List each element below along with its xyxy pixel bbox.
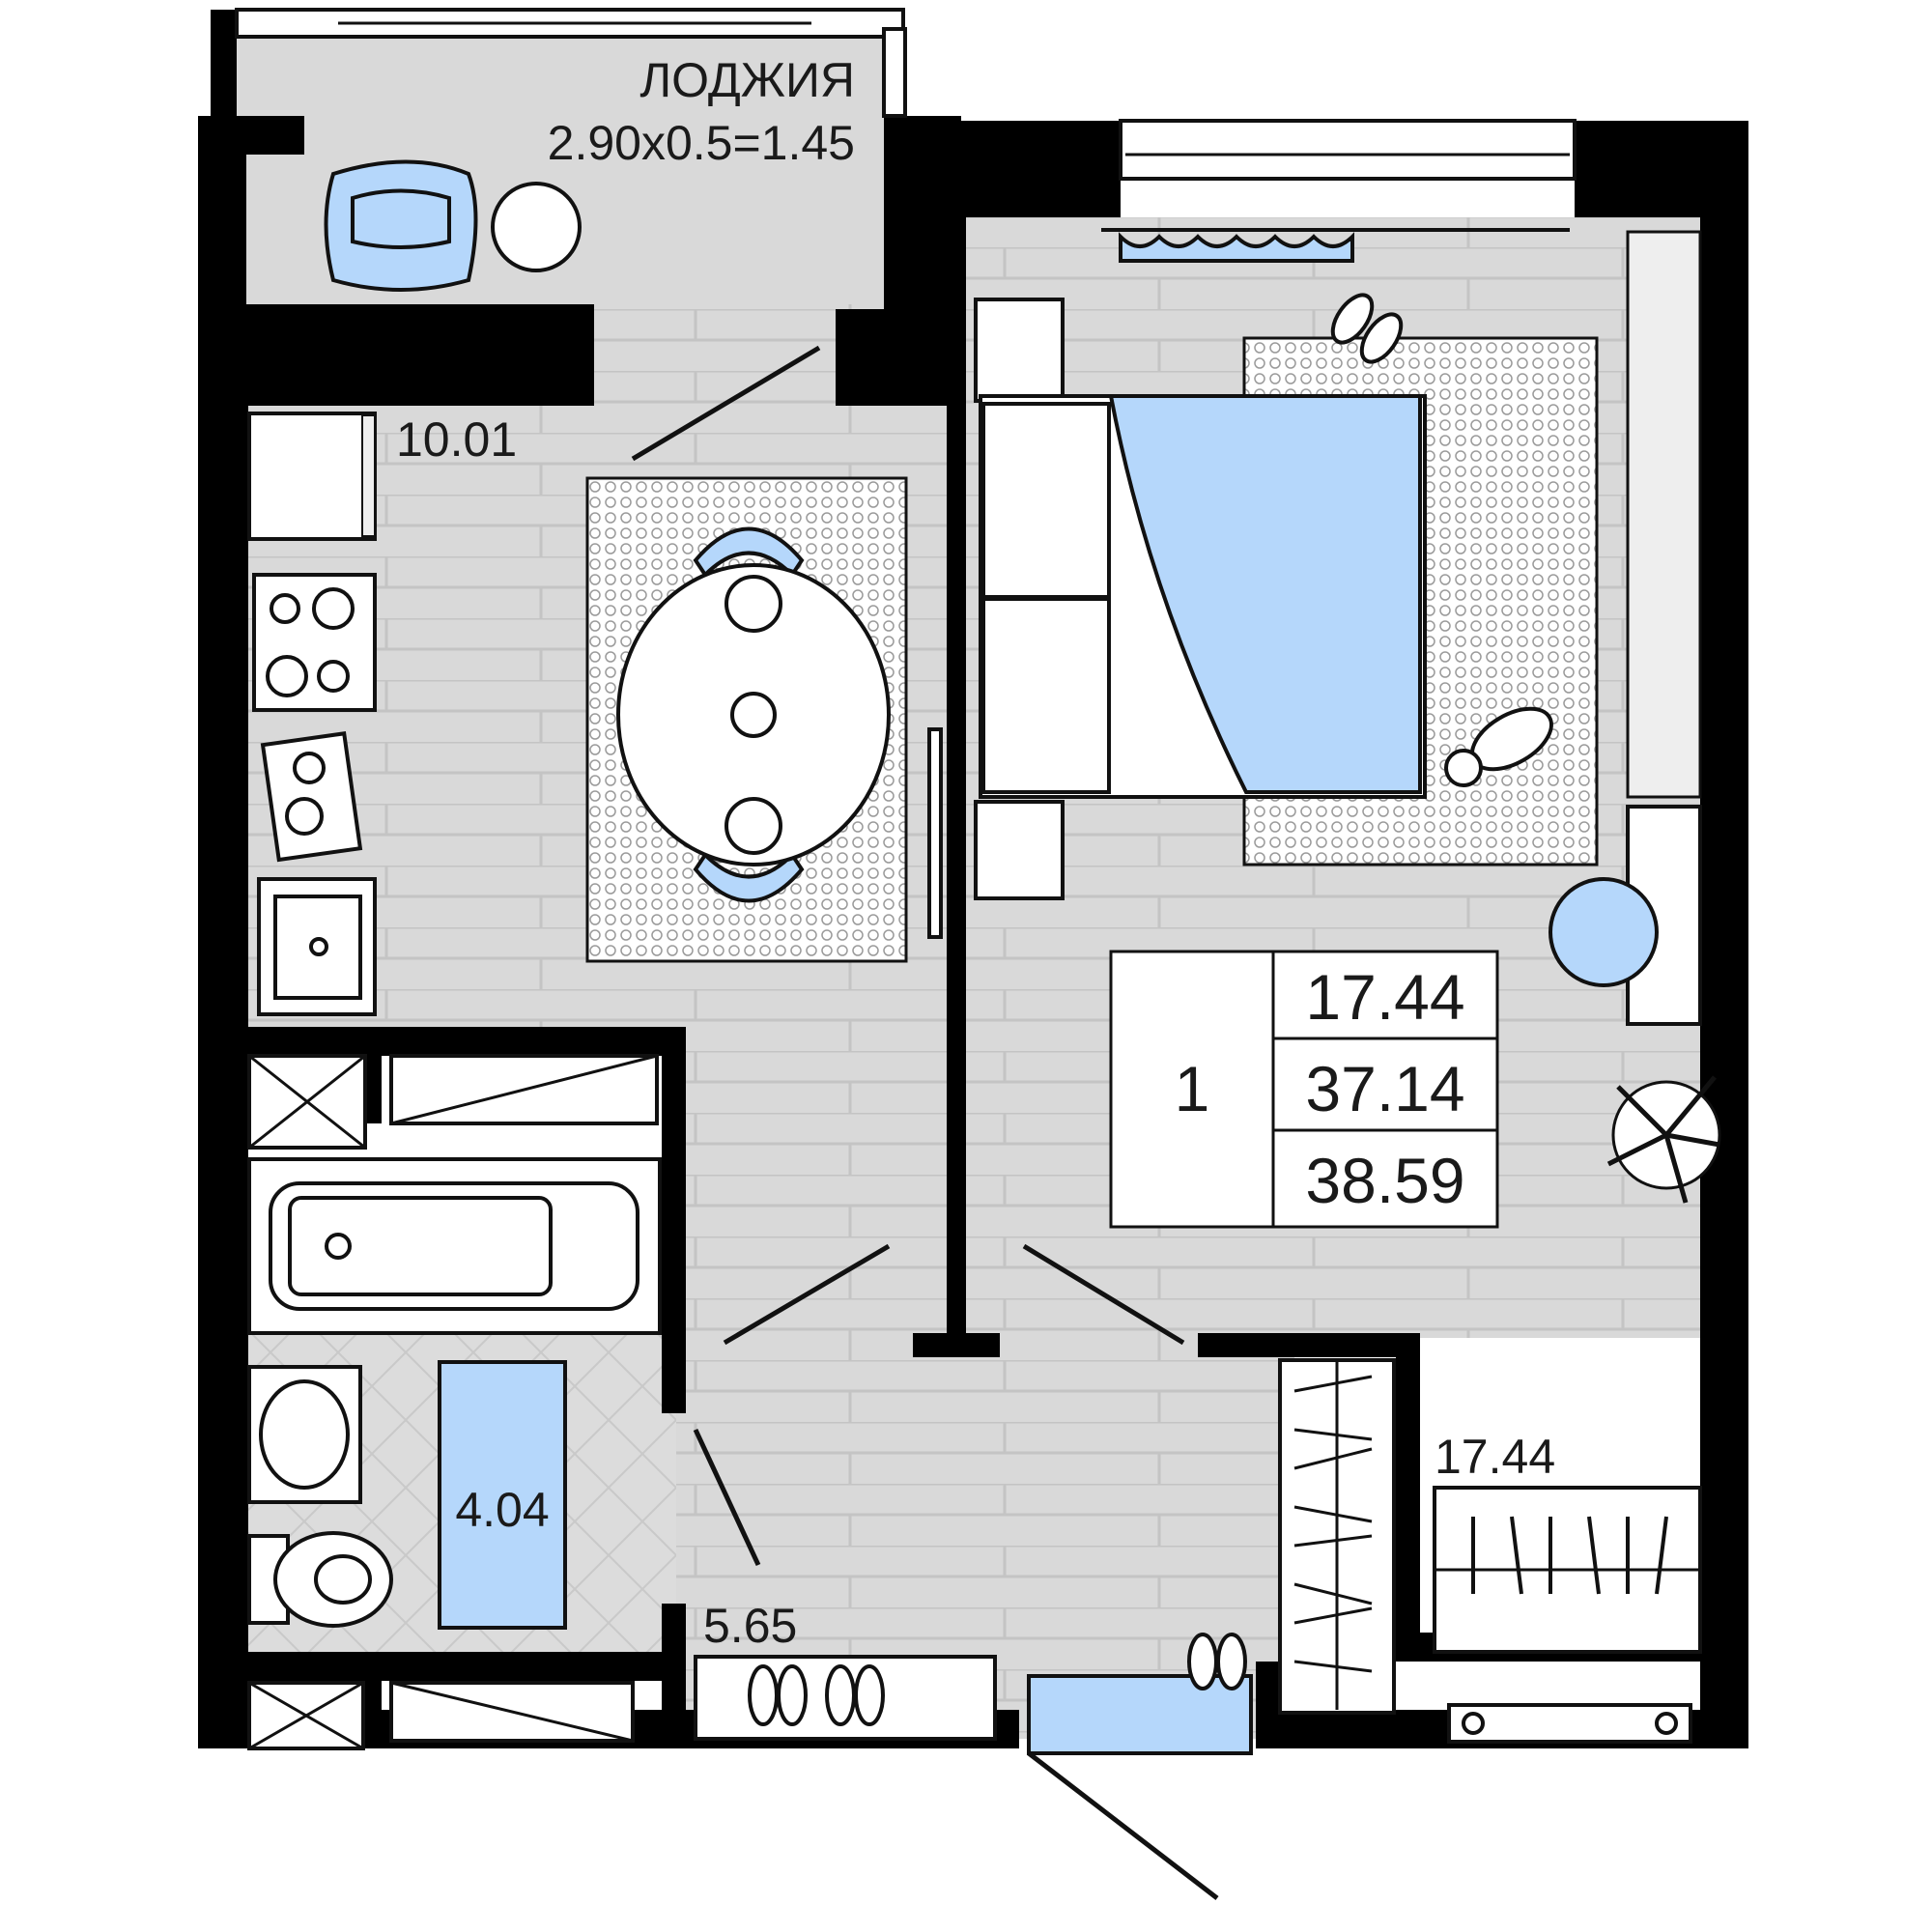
living-area-value: 17.44 — [1305, 961, 1464, 1033]
door-entrance — [1027, 1751, 1219, 1900]
sink-icon — [257, 877, 377, 1016]
dining-chair-bottom-icon — [693, 851, 805, 903]
loggia-window — [235, 8, 907, 118]
shaft-box-top — [247, 1054, 367, 1150]
shelf-unit-icon — [1626, 230, 1702, 799]
dining-table-icon — [616, 563, 891, 867]
round-side-table-icon — [491, 182, 582, 272]
utility-cabinet-icon — [1433, 1486, 1702, 1654]
bedroom-window — [1101, 119, 1577, 263]
dining-chair-top-icon — [693, 526, 805, 579]
dishes-tray-icon — [260, 731, 363, 863]
toilet-icon — [247, 1531, 393, 1628]
hall-rug — [1027, 1674, 1253, 1755]
shaft-box-bottom — [247, 1681, 365, 1750]
door-loggia — [631, 345, 821, 462]
bed-icon — [979, 394, 1427, 799]
plant-icon — [1606, 1075, 1721, 1204]
total-area-value: 37.14 — [1305, 1053, 1464, 1124]
kitchen-area-label: 10.01 — [396, 412, 517, 467]
vent-box-top — [389, 1054, 659, 1125]
fridge-icon — [247, 412, 377, 541]
loggia-area: 2.90x0.5=1.45 — [548, 116, 855, 170]
wardrobe-icon — [1278, 1358, 1396, 1715]
nightstand-bottom-icon — [974, 800, 1065, 900]
hall-shoes-icon — [1187, 1633, 1247, 1690]
room-count: 1 — [1175, 1053, 1210, 1124]
door-kitchen-hall — [723, 1243, 891, 1346]
area-summary-table: 1 17.44 37.14 38.59 — [1109, 950, 1499, 1229]
hall-area-label: 5.65 — [703, 1599, 797, 1653]
door-bedroom — [1022, 1243, 1185, 1346]
cooktop-icon — [252, 573, 377, 712]
washbasin-icon — [247, 1365, 362, 1504]
pouf-icon — [1548, 877, 1659, 987]
bathroom-area-label: 4.04 — [455, 1483, 549, 1537]
nightstand-top-icon — [974, 298, 1065, 403]
kitchen-sliding-panel — [927, 727, 943, 939]
armchair-icon — [324, 159, 478, 292]
loggia-name: ЛОДЖИЯ — [639, 53, 855, 107]
radiator-icon — [1447, 1703, 1692, 1744]
bathtub-icon — [247, 1157, 662, 1335]
door-bathroom — [693, 1428, 761, 1567]
bath-mat — [438, 1360, 567, 1630]
vent-box-bottom — [389, 1681, 635, 1743]
total-area-with-loggia-value: 38.59 — [1305, 1145, 1464, 1216]
bedroom-area-label: 17.44 — [1435, 1430, 1555, 1484]
shoe-rack-icon — [694, 1655, 997, 1741]
slippers-icon — [1330, 293, 1404, 364]
cat-icon — [1444, 706, 1553, 787]
